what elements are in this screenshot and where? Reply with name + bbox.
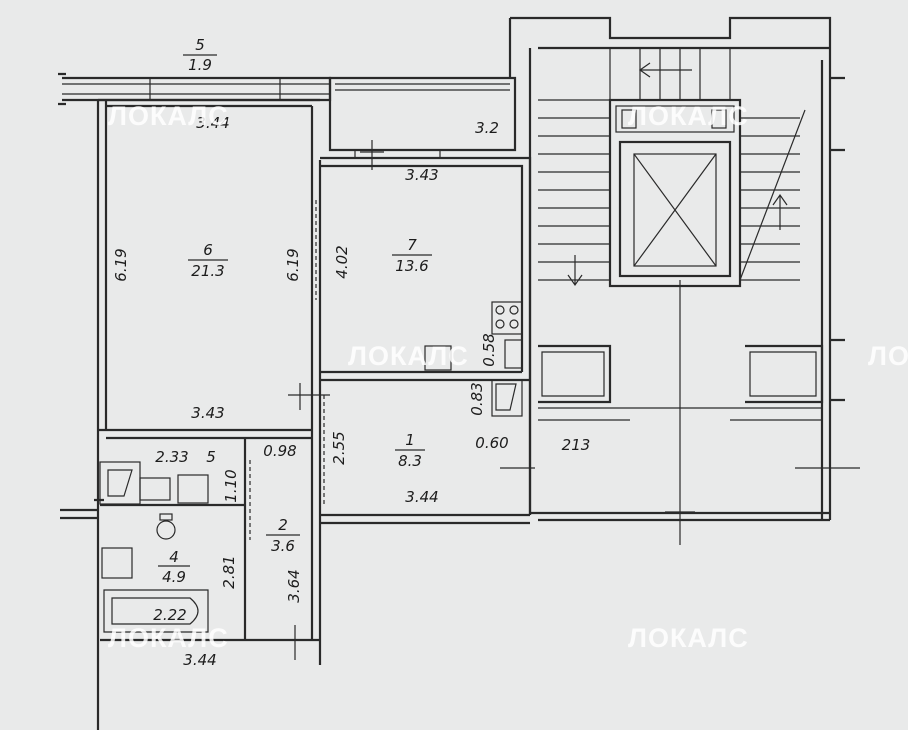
- dim-room6-width: 3.43: [191, 404, 224, 422]
- dim-bath-height: 2.81: [220, 555, 238, 588]
- loggia: [328, 76, 517, 158]
- kitchen-stove-icon: [424, 301, 523, 371]
- room-7-area: 13.6: [395, 257, 428, 275]
- watermark-bottom-left: ЛОКАЛС: [108, 623, 229, 653]
- room-5-wc-number: 5: [206, 448, 216, 466]
- dim-wc-height: 1.10: [222, 469, 240, 502]
- room-6-number: 6: [203, 241, 213, 259]
- dim-hall-height: 2.55: [330, 431, 348, 464]
- dim-room6-right: 6.19: [284, 248, 302, 281]
- dim-bottom-width: 3.44: [183, 651, 216, 669]
- dim-kitchen-height: 4.02: [333, 245, 351, 278]
- room-2-area: 3.6: [271, 537, 295, 555]
- room-labels: 5 1.9 6 21.3 7 13.6 1 8.3 2 3.6 4 4.9 2.…: [155, 36, 432, 586]
- watermark-center: ЛОКАЛС: [348, 341, 469, 371]
- watermark-bottom-right: ЛОКАЛС: [628, 623, 749, 653]
- dim-balcony-width: 3.44: [196, 114, 229, 132]
- room-5-balcony-area: 1.9: [188, 56, 212, 74]
- room-7-number: 7: [407, 236, 417, 254]
- dim-sink: 0.83: [468, 382, 486, 415]
- dim-corridor-height: 3.64: [285, 569, 303, 602]
- dim-bath-width: 2.22: [153, 606, 186, 624]
- dimension-ticks: [280, 140, 535, 660]
- watermarks: ЛОКАЛС ЛОКАЛС ЛОКАЛС ЛОКАЛС ЛОКАЛС ЛОКАЛ…: [108, 101, 908, 653]
- room-1-number: 1: [405, 431, 415, 449]
- dim-stove: 0.58: [480, 333, 498, 366]
- room-4-area: 4.9: [162, 568, 186, 586]
- room-5-balcony-number: 5: [195, 36, 205, 54]
- dim-corridor-width: 0.98: [263, 442, 296, 460]
- watermark-top-left: ЛОКАЛС: [108, 101, 229, 131]
- bathroom-fixtures: [99, 461, 209, 633]
- watermark-top-right: ЛОКАЛС: [628, 101, 749, 131]
- room-5-wc-area: 2.33: [155, 448, 188, 466]
- room-1-area: 8.3: [398, 452, 422, 470]
- dim-hall-niche: 0.60: [475, 434, 508, 452]
- dim-landing: 213: [562, 436, 591, 454]
- dim-kitchen-width: 3.43: [405, 166, 438, 184]
- dimension-labels: 3.44 3.2 3.43 6.19 6.19 4.02 0.58 3.43 0…: [112, 114, 590, 669]
- door-openings: [249, 200, 325, 540]
- stairwell: [508, 16, 860, 545]
- room-6-area: 21.3: [191, 262, 224, 280]
- dim-hall-width: 3.44: [405, 488, 438, 506]
- room-2-number: 2: [278, 516, 288, 534]
- dim-loggia: 3.2: [475, 119, 499, 137]
- room-4-number: 4: [169, 548, 179, 566]
- watermark-right-edge: ЛОКАЛС: [868, 341, 908, 371]
- dim-room6-left: 6.19: [112, 248, 130, 281]
- sink-icon: [491, 379, 523, 417]
